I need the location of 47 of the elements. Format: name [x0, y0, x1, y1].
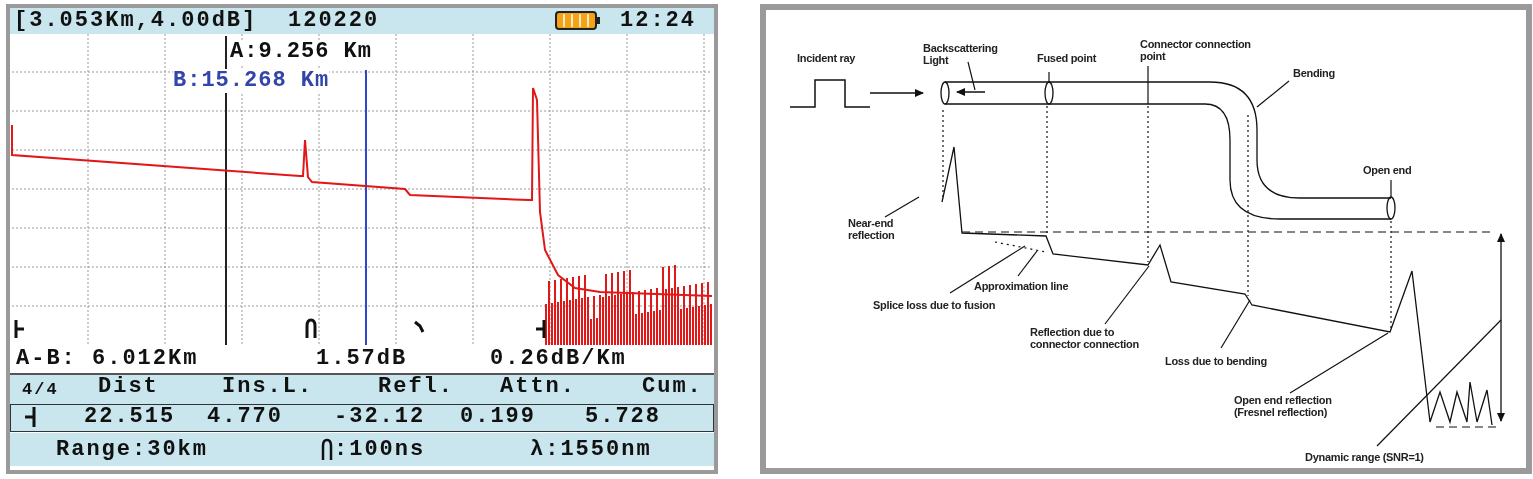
callout-label: Backscattering Light: [923, 42, 1003, 66]
leader-line: [1289, 332, 1389, 394]
table-value: 0.199: [460, 405, 536, 429]
callout-label: Reflection due to connector connection: [1030, 326, 1165, 350]
leader-line: [1220, 299, 1251, 349]
diagram-label: Incident ray: [797, 52, 856, 64]
date-text: 120220: [288, 9, 380, 33]
column-header: Ins.L.: [222, 375, 314, 399]
column-header: Refl.: [378, 375, 454, 399]
leader-line: [1147, 65, 1149, 105]
leader-line: [1104, 265, 1150, 325]
table-value: 4.770: [207, 405, 283, 429]
loss-readout: 1.57dB: [316, 347, 408, 371]
leader-line: [949, 245, 1026, 294]
range-setting: Range:30km: [56, 438, 209, 462]
leader-line: [1256, 80, 1290, 108]
table-value: 5.728: [585, 405, 661, 429]
attenuation-readout: 0.26dB/Km: [490, 347, 627, 371]
column-header: Dist: [98, 375, 159, 399]
clock-text: 12:24: [620, 9, 696, 33]
leader-line: [1390, 179, 1392, 198]
callout-label: Bending: [1293, 67, 1335, 79]
leader-line: [1048, 71, 1050, 83]
callout-label: Fused point: [1037, 52, 1097, 64]
leader-line: [1376, 319, 1502, 447]
callout-label: Near-end reflection: [848, 217, 910, 241]
leader-line: [1017, 250, 1038, 277]
callout-label: Loss due to bending: [1165, 355, 1267, 367]
distance-readout: A-B: 6.012Km: [16, 347, 199, 371]
cursor-a-readout: A:9.256 Km: [230, 40, 373, 64]
column-header: Attn.: [500, 375, 576, 399]
callout-label: Connector connection point: [1140, 38, 1270, 62]
status-text: [3.053Km,4.00dB]: [14, 9, 258, 33]
callout-label: Open end reflection (Fresnel reflection): [1234, 394, 1359, 418]
column-header: Cum.: [642, 375, 703, 399]
cursor-b-readout: B:15.268 Km: [173, 69, 330, 93]
pulse-width-setting: :100ns: [334, 438, 426, 462]
callout-label: Approximation line: [974, 280, 1069, 292]
table-value: 22.515: [84, 405, 176, 429]
callout-label: Open end: [1363, 164, 1412, 176]
wavelength-setting: λ:1550nm: [530, 438, 652, 462]
callout-label: Dynamic range (SNR=1): [1305, 451, 1424, 463]
page-indicator: 4/4: [22, 379, 59, 401]
leader-line: [967, 61, 976, 91]
leader-line: [884, 196, 920, 218]
callout-label: Splice loss due to fusion: [873, 299, 996, 311]
table-value: -32.12: [334, 405, 426, 429]
